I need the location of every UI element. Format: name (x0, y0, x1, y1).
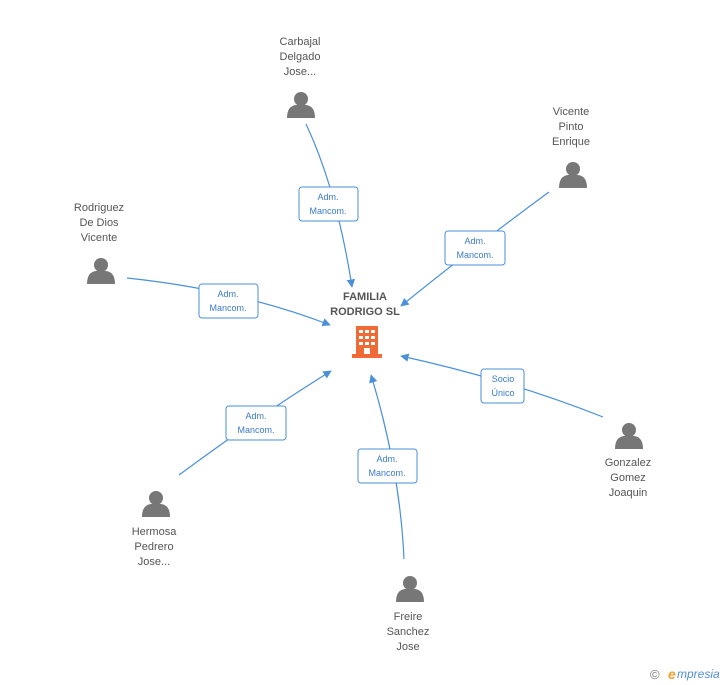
person-name-line-2: Pinto (558, 121, 583, 133)
person-name-line-3: Jose... (284, 66, 316, 78)
role-line-2: Mancom. (237, 425, 274, 435)
brand-logo-e: e (668, 666, 676, 682)
person-icon (287, 92, 315, 118)
copyright-icon: © (650, 667, 660, 682)
company-name-line-1: FAMILIA (343, 291, 387, 303)
company-node[interactable]: FAMILIA RODRIGO SL (330, 291, 400, 358)
person-node-hermosa[interactable]: Hermosa Pedrero Jose... (132, 491, 178, 568)
building-icon (352, 326, 382, 358)
role-label-vicente-pinto[interactable]: Adm. Mancom. (444, 230, 506, 266)
person-name-line-3: Enrique (552, 136, 590, 148)
role-label-hermosa[interactable]: Adm. Mancom. (225, 405, 287, 441)
person-name-line-1: Rodriguez (74, 202, 124, 214)
person-node-carbajal[interactable]: Carbajal Delgado Jose... (280, 36, 321, 118)
person-name-line-2: Sanchez (387, 626, 430, 638)
person-icon (396, 576, 424, 602)
person-name-line-3: Jose... (138, 556, 170, 568)
person-name-line-2: Pedrero (134, 541, 173, 553)
person-name-line-1: Vicente (553, 106, 590, 118)
person-name-line-3: Joaquin (609, 487, 648, 499)
role-line-2: Mancom. (368, 468, 405, 478)
person-node-freire[interactable]: Freire Sanchez Jose (387, 576, 430, 653)
role-label-carbajal[interactable]: Adm. Mancom. (298, 186, 359, 222)
person-icon (559, 162, 587, 188)
brand-logo-text: mpresia (677, 667, 720, 681)
role-line-2: Mancom. (309, 206, 346, 216)
person-name-line-2: Delgado (280, 51, 321, 63)
person-name-line-1: Carbajal (280, 36, 321, 48)
role-line-1: Socio (492, 374, 515, 384)
person-name-line-1: Hermosa (132, 526, 178, 538)
person-name-line-3: Vicente (81, 232, 118, 244)
person-name-line-2: Gomez (610, 472, 645, 484)
person-icon (142, 491, 170, 517)
person-node-vicente-pinto[interactable]: Vicente Pinto Enrique (552, 106, 590, 188)
role-line-1: Adm. (317, 192, 338, 202)
person-node-rodriguez[interactable]: Rodriguez De Dios Vicente (74, 202, 124, 284)
person-name-line-3: Jose (396, 641, 419, 653)
role-line-2: Mancom. (209, 303, 246, 313)
role-line-1: Adm. (376, 454, 397, 464)
person-icon (87, 258, 115, 284)
role-line-1: Adm. (464, 236, 485, 246)
person-name-line-2: De Dios (79, 217, 119, 229)
person-node-gonzalez[interactable]: Gonzalez Gomez Joaquin (605, 423, 651, 499)
role-label-gonzalez[interactable]: Socio Único (480, 368, 525, 404)
role-line-2: Mancom. (456, 250, 493, 260)
role-label-rodriguez[interactable]: Adm. Mancom. (198, 283, 259, 319)
role-line-1: Adm. (245, 411, 266, 421)
person-icon (615, 423, 643, 449)
role-label-freire[interactable]: Adm. Mancom. (357, 448, 418, 484)
company-name-line-2: RODRIGO SL (330, 306, 400, 318)
role-line-1: Adm. (217, 289, 238, 299)
role-line-2: Único (491, 388, 514, 398)
person-name-line-1: Freire (394, 611, 423, 623)
person-name-line-1: Gonzalez (605, 457, 651, 469)
brand-footer[interactable]: © e mpresia (650, 666, 720, 682)
